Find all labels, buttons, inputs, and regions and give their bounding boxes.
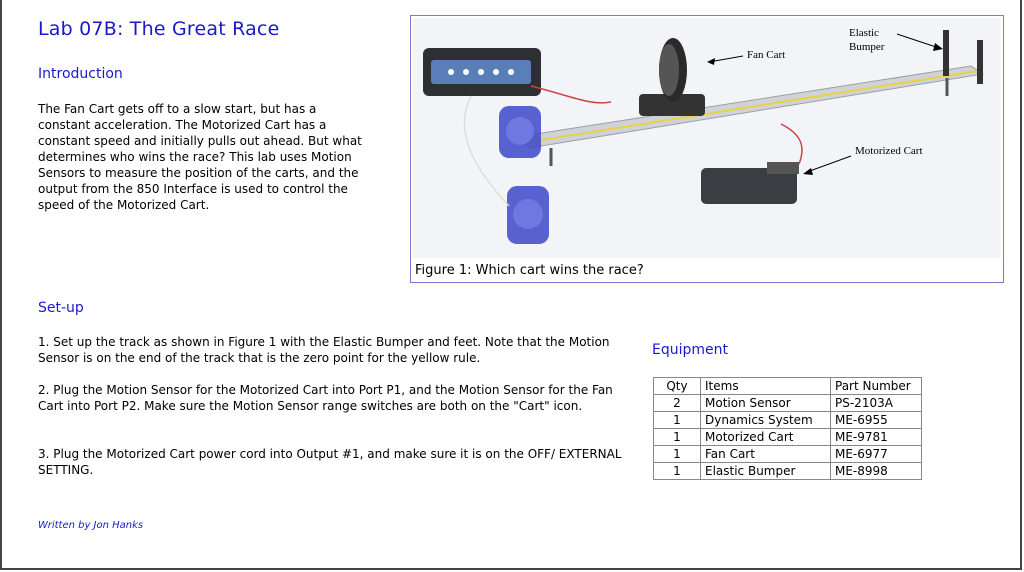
- motorized-cart-label: Motorized Cart: [855, 145, 923, 157]
- equipment-heading: Equipment: [652, 342, 728, 358]
- fan-cart-arrow: [708, 55, 744, 63]
- equipment-table: Qty Items Part Number 2 Motion Sensor PS…: [653, 377, 922, 480]
- elastic-bumper-post: [977, 40, 983, 84]
- elastic-bumper-post: [943, 30, 949, 76]
- figure-1: Fan Cart Elastic Bumper Motorized Cart F…: [410, 15, 1004, 283]
- table-row: 1 Elastic Bumper ME-8998: [653, 462, 922, 480]
- wire: [780, 123, 803, 165]
- setup-step-2: 2. Plug the Motion Sensor for the Motori…: [38, 383, 613, 413]
- header-qty: Qty: [653, 377, 701, 395]
- cell-part: PS-2103A: [830, 394, 922, 412]
- cell-item: Motion Sensor: [700, 394, 831, 412]
- table-row: 1 Motorized Cart ME-9781: [653, 428, 922, 446]
- setup-step-3: 3. Plug the Motorized Cart power cord in…: [38, 447, 622, 477]
- motorized-cart-body: [701, 168, 797, 204]
- cell-item: Elastic Bumper: [700, 462, 831, 480]
- elastic-label: Elastic: [849, 27, 879, 39]
- cell-qty: 1: [653, 445, 701, 463]
- cell-part: ME-6977: [830, 445, 922, 463]
- cell-part: ME-6955: [830, 411, 922, 429]
- cell-qty: 1: [653, 462, 701, 480]
- page-title: Lab 07B: The Great Race: [38, 18, 280, 40]
- cell-item: Fan Cart: [700, 445, 831, 463]
- table-header-row: Qty Items Part Number: [653, 377, 922, 395]
- introduction-text: The Fan Cart gets off to a slow start, b…: [38, 102, 362, 212]
- cell-qty: 1: [653, 411, 701, 429]
- bumper-arrow: [896, 33, 940, 49]
- author-credit: Written by Jon Hanks: [38, 520, 144, 531]
- figure-illustration: Fan Cart Elastic Bumper Motorized Cart: [413, 18, 1001, 258]
- header-part-number: Part Number: [830, 377, 922, 395]
- motorized-cart-arrow: [806, 155, 852, 173]
- header-items: Items: [700, 377, 831, 395]
- table-row: 1 Dynamics System ME-6955: [653, 411, 922, 429]
- table-row: 2 Motion Sensor PS-2103A: [653, 394, 922, 412]
- cell-part: ME-9781: [830, 428, 922, 446]
- yellow-rule: [528, 70, 978, 143]
- cell-qty: 2: [653, 394, 701, 412]
- fan-cart-label: Fan Cart: [747, 49, 785, 61]
- cell-part: ME-8998: [830, 462, 922, 480]
- table-row: 1 Fan Cart ME-6977: [653, 445, 922, 463]
- cell-item: Dynamics System: [700, 411, 831, 429]
- bumper-label: Bumper: [849, 41, 885, 53]
- wire: [463, 95, 510, 207]
- setup-step-1: 1. Set up the track as shown in Figure 1…: [38, 335, 610, 365]
- introduction-heading: Introduction: [38, 66, 123, 82]
- wire: [530, 85, 612, 104]
- setup-heading: Set-up: [38, 300, 84, 316]
- cell-item: Motorized Cart: [700, 428, 831, 446]
- figure-caption: Figure 1: Which cart wins the race?: [415, 263, 644, 278]
- cell-qty: 1: [653, 428, 701, 446]
- fan-cart-body: [639, 94, 705, 116]
